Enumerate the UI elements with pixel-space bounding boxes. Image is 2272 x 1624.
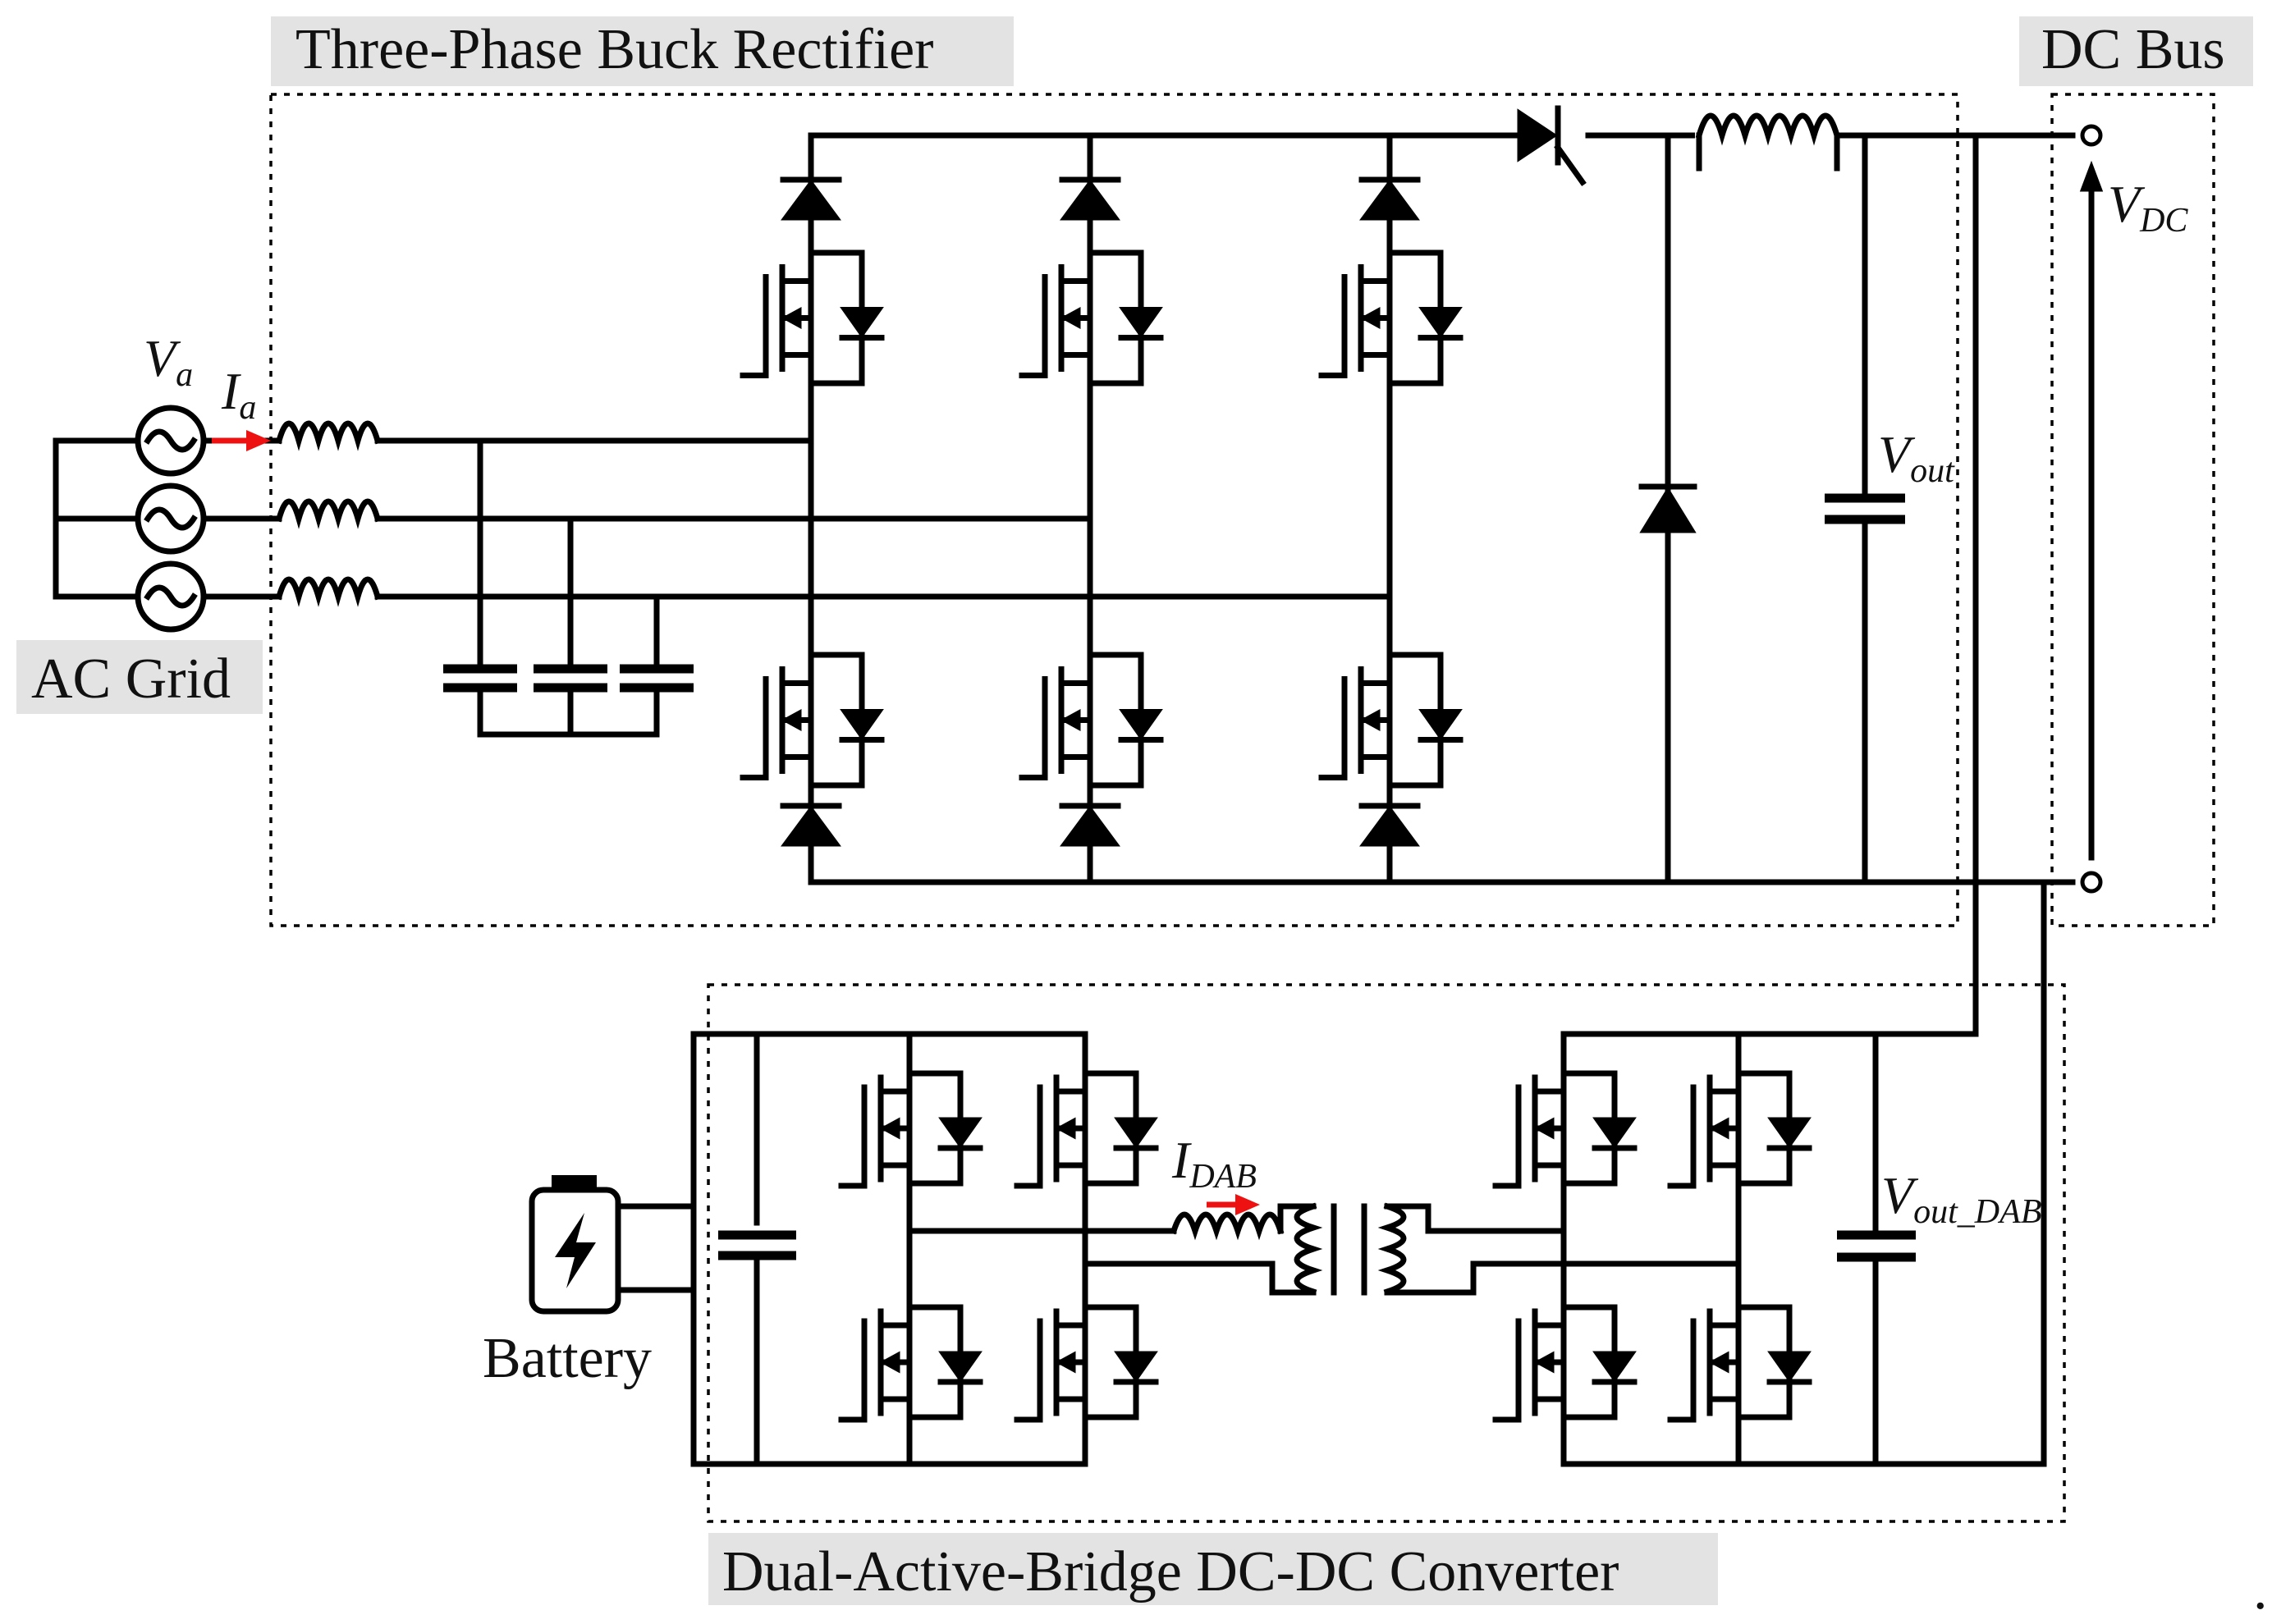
dab-lower-mosfet — [1667, 1297, 1812, 1427]
upper-series-diode — [780, 176, 842, 221]
rectifier-region-box — [269, 93, 1959, 927]
upper-mosfet — [1019, 243, 1164, 393]
battery-label: Battery — [483, 1327, 652, 1390]
rectifier-label: Three-Phase Buck Rectifier — [295, 18, 933, 81]
upper-series-diode — [1059, 176, 1121, 221]
vdc-symbol: VDC — [2108, 175, 2188, 240]
dab-upper-mosfet — [1014, 1064, 1159, 1193]
dc-bus-label: DC Bus — [2041, 18, 2225, 81]
lower-mosfet — [1318, 645, 1464, 795]
grid-inductors — [275, 420, 382, 607]
dc-bus-label-bg — [2019, 16, 2253, 86]
dab-ac-link — [906, 1202, 1742, 1296]
dab-switches — [838, 1031, 1812, 1467]
dc-bus-terminals — [1972, 124, 2104, 1467]
freewheel-diode — [1638, 132, 1697, 885]
input-filter-capacitors — [443, 437, 694, 738]
idab-symbol: IDAB — [1171, 1131, 1257, 1196]
dc-bus-region-box — [2050, 93, 2215, 927]
dab-lower-mosfet — [1014, 1297, 1159, 1427]
vout-symbol: Vout — [1878, 425, 1955, 490]
dab-upper-mosfet — [1492, 1064, 1638, 1193]
dab-upper-mosfet — [1667, 1064, 1812, 1193]
dab-lower-mosfet — [1492, 1297, 1638, 1427]
va-symbol: Va — [144, 329, 193, 394]
ac-grid-label: AC Grid — [31, 647, 231, 711]
vout-dab-symbol: Vout_DAB — [1881, 1166, 2041, 1231]
lower-series-diode — [1358, 803, 1421, 847]
trailing-period: . — [2253, 1558, 2268, 1622]
rectifier-legs — [740, 132, 1464, 885]
ac-grid-label-bg — [16, 640, 263, 714]
dab-primary-rails — [690, 1031, 1088, 1467]
idab-arrowhead — [1235, 1194, 1260, 1215]
upper-mosfet — [1318, 243, 1464, 393]
lower-series-diode — [780, 803, 842, 847]
upper-mosfet — [740, 243, 885, 393]
ia-arrowhead — [246, 430, 271, 451]
lower-mosfet — [740, 645, 885, 795]
rectifier-label-bg — [271, 16, 1014, 86]
dab-label: Dual-Active-Bridge DC-DC Converter — [722, 1540, 1619, 1603]
dab-secondary-rails — [1560, 1031, 2047, 1467]
phase-wires — [374, 437, 1393, 600]
output-inductor — [1695, 112, 1841, 172]
dab-upper-mosfet — [838, 1064, 983, 1193]
ia-symbol: Ia — [221, 362, 256, 427]
upper-series-diode — [1358, 176, 1421, 221]
battery — [529, 1175, 697, 1315]
lower-mosfet — [1019, 645, 1164, 795]
dab-lower-mosfet — [838, 1297, 983, 1427]
lower-series-diode — [1059, 803, 1121, 847]
dab-label-bg — [708, 1533, 1718, 1605]
output-capacitor — [1825, 132, 1905, 885]
thyristor — [1517, 105, 1587, 186]
